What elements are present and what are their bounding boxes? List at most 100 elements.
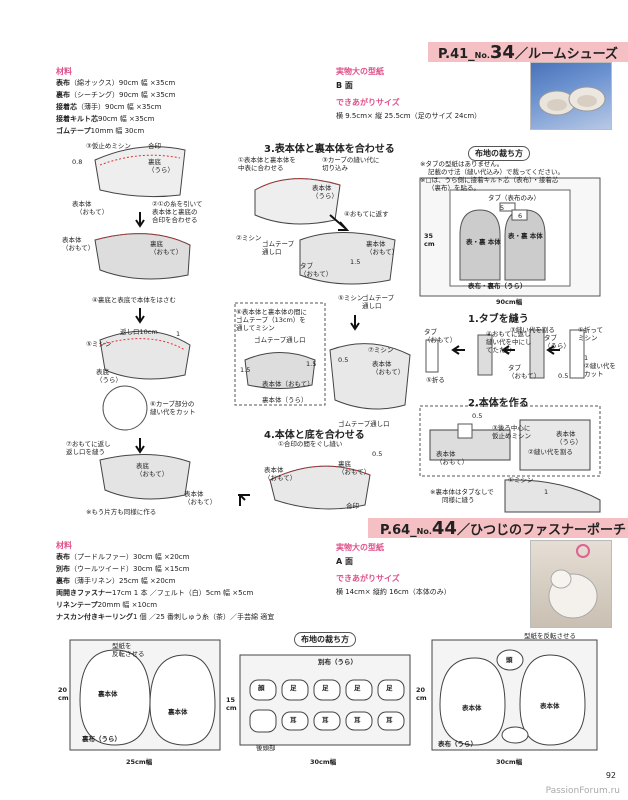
- step-label: 0.5: [472, 412, 483, 420]
- lining-fabric: 裏布（うら）: [82, 735, 121, 743]
- step-label: ゴムテープ: [362, 294, 395, 302]
- outer-body-2: 表本体: [540, 702, 560, 710]
- pattern-side: A 面: [336, 557, 353, 566]
- step-label: 表本体: [556, 430, 576, 438]
- step-label: （おもて）: [508, 372, 541, 380]
- piece-face: 顔: [258, 684, 265, 692]
- cutting-layout-heading-44: 布地の裁ち方: [294, 632, 356, 647]
- sheep-illustration: [548, 544, 598, 619]
- step-label: ⑤折る: [426, 376, 445, 384]
- step-label: タブ: [424, 328, 437, 336]
- step-label: （おもて）: [436, 458, 469, 466]
- material-item: 裏布（薄手リネン）25cm 幅 ×20cm: [56, 575, 274, 587]
- cut-label-6: 6: [518, 212, 523, 220]
- material-detail: （綿オックス）90cm 幅 ×35cm: [70, 79, 176, 87]
- step-label: ⑦おもてに返し: [66, 440, 111, 448]
- pattern-side: B 面: [336, 81, 353, 90]
- cut-label-height: 35 cm: [424, 232, 435, 248]
- section2-title: P.64_No.44／ひつじのファスナーポーチ: [380, 518, 626, 539]
- piece-foot: 足: [322, 684, 329, 692]
- pattern-info-34: 実物大の型紙 B 面 できあがりサイズ 横 9.5cm× 縦 25.5cm（足の…: [336, 66, 481, 121]
- step1-title: 1.タブを縫う: [468, 314, 529, 325]
- step-label: ⑥カーブ部分の: [150, 400, 195, 408]
- step-label: ③仮止めミシン: [86, 142, 131, 150]
- step-label: （うら）: [148, 166, 174, 174]
- step-label: 仮止めミシン: [492, 432, 531, 440]
- cut-note: ※タブの型紙はありません。: [420, 160, 504, 168]
- step-label: ④おもてに返す: [344, 210, 389, 218]
- item-number: 44: [431, 518, 457, 539]
- step-label: ①表本体と裏本体を: [238, 156, 296, 164]
- material-name: 裏布: [56, 91, 70, 99]
- piece-ear: 耳: [290, 716, 297, 724]
- step-label: 縫い代を中にし: [486, 338, 532, 346]
- step-label: ①折って: [578, 326, 604, 334]
- step-label: 裏本体（うら）: [262, 396, 308, 404]
- step-label: 表本体: [72, 200, 92, 208]
- piece-ear: 耳: [354, 716, 361, 724]
- material-item: ナスカン付きキーリング1 個 ／25 番刺しゅう糸（茶）／手芸綿 適宜: [56, 611, 274, 623]
- step-label: 0.5: [558, 372, 569, 380]
- section1-title-bar: [428, 42, 628, 62]
- step-label: （うら）: [556, 438, 582, 446]
- step-label: ゴムテープ: [262, 240, 295, 248]
- step-label: 表底: [96, 368, 109, 376]
- material-name: リネンテープ: [56, 601, 98, 609]
- step-label: 裏本体: [366, 240, 386, 248]
- step-label: 0.5: [338, 356, 349, 364]
- step-label: （おもて）: [372, 368, 405, 376]
- step-label: 0.5: [372, 450, 383, 458]
- slippers-illustration: [538, 86, 606, 116]
- step-label: 1: [584, 354, 589, 362]
- step-label: （おもて）: [76, 208, 109, 216]
- step-label: タブ: [300, 262, 313, 270]
- step-label: 合印: [346, 502, 359, 510]
- step2-title: 2.本体を作る: [468, 398, 529, 409]
- step-label: 1: [544, 488, 549, 496]
- step-label: （おもて）: [150, 248, 183, 256]
- material-item: 表布（綿オックス）90cm 幅 ×35cm: [56, 77, 175, 89]
- piece-ear: 耳: [386, 716, 393, 724]
- step-label: （おもて）: [264, 474, 297, 482]
- step-label: 0.8: [72, 158, 83, 166]
- step-label: （おもて）: [300, 270, 333, 278]
- step-label: 1: [176, 330, 181, 338]
- material-detail: 20mm 幅 ×10cm: [97, 601, 158, 609]
- step-label: カット: [584, 370, 604, 378]
- step-label: 通し口: [262, 248, 282, 256]
- step-label: 裏底: [150, 240, 163, 248]
- step-label: 返し口10cm: [120, 328, 158, 336]
- cut-note: ※□は、うら側に接着キルト芯（表布）・接着芯: [420, 176, 559, 184]
- outer-width: 30cm幅: [496, 758, 523, 766]
- material-name: 別布: [56, 565, 70, 573]
- step-label: ゴムテープ通し口: [338, 420, 390, 428]
- material-name: ナスカン付きキーリング: [56, 613, 133, 621]
- pattern-info-44: 実物大の型紙 A 面 できあがりサイズ 横 14cm× 縦約 16cm（本体のみ…: [336, 542, 451, 597]
- material-detail: （ウールツイード）30cm 幅 ×15cm: [70, 565, 190, 573]
- material-name: ゴムテープ: [56, 127, 91, 135]
- cutting-layout-heading: 布地の裁ち方: [468, 146, 530, 161]
- step-label: （おもて）: [424, 336, 457, 344]
- step-label: 表本体: [436, 450, 456, 458]
- step-label: 表本体: [312, 184, 332, 192]
- material-item: 接着キルト芯90cm 幅 ×35cm: [56, 113, 175, 125]
- piece-foot: 足: [290, 684, 297, 692]
- piece-head: 頭: [506, 656, 513, 664]
- material-detail: 1 個 ／25 番刺しゅう糸（茶）／手芸綿 適宜: [133, 613, 275, 621]
- step-label: てたたむ: [486, 346, 512, 354]
- cut-label-body: 表・裏 本体: [508, 232, 543, 240]
- step-label: ②縫い代を: [584, 362, 616, 370]
- material-detail: 90cm 幅 ×35cm: [98, 115, 155, 123]
- cut-label-body-top: 表・裏 本体: [466, 238, 501, 246]
- step-label: ※裏本体はタブなしで: [430, 488, 494, 496]
- step-label: （うら）: [544, 342, 570, 350]
- step-label: ⑥表本体と裏本体の間に: [236, 308, 307, 316]
- outer-height: 20 cm: [416, 686, 427, 702]
- material-detail: 17cm 1 本 ／フェルト（白）5cm 幅 ×5cm: [112, 589, 254, 597]
- page-ref: P.64_: [380, 523, 417, 538]
- finished-size: 横 9.5cm× 縦 25.5cm（足のサイズ 24cm）: [336, 112, 482, 120]
